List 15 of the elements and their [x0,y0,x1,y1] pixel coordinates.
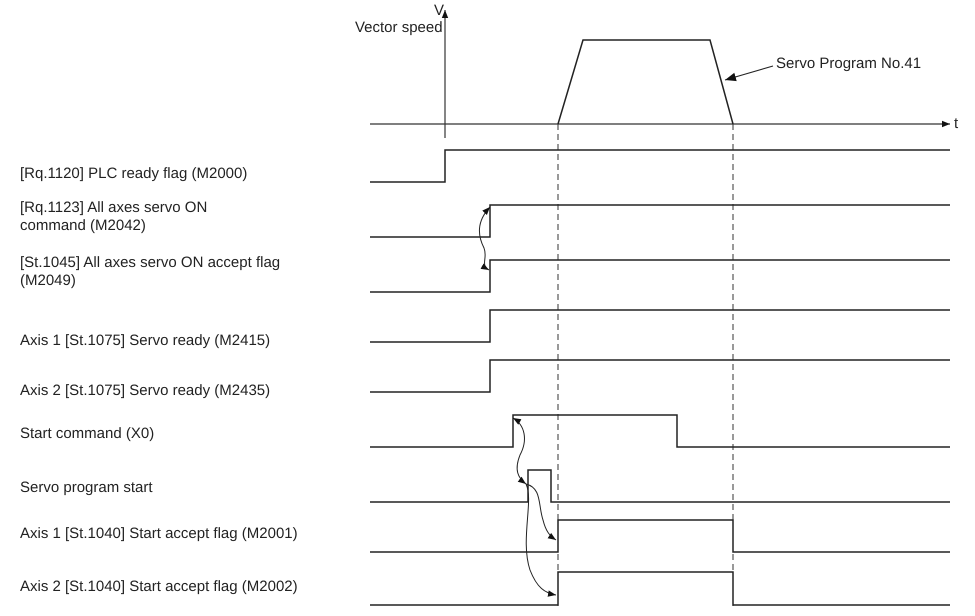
signal-name: Start command (X0) [20,425,154,443]
signal-name: [Rq.1120] PLC ready flag (M2000) [20,165,248,183]
speed-profile [557,39,734,124]
callout-label: Servo Program No.41 [776,55,922,73]
signal-name: [Rq.1123] All axes servo ON command (M2042) [20,199,208,235]
signal-name: [St.1045] All axes servo ON accept flag (M2049) [20,254,282,290]
signal-name: Axis 1 [St.1075] Servo ready (M2415) [20,332,270,350]
axis-label: Vector speed [355,19,443,37]
signal-name: Axis 2 [St.1040] Start accept flag (M2002) [20,578,299,596]
leader-line [724,65,774,82]
signal-name: Axis 1 [St.1040] Start accept flag (M2001) [20,525,299,543]
signal-name: Axis 2 [St.1075] Servo ready (M2435) [20,382,270,400]
axis-label: t [954,115,958,133]
signal-name: Servo program start [20,479,153,497]
axis-label: V [434,2,444,20]
